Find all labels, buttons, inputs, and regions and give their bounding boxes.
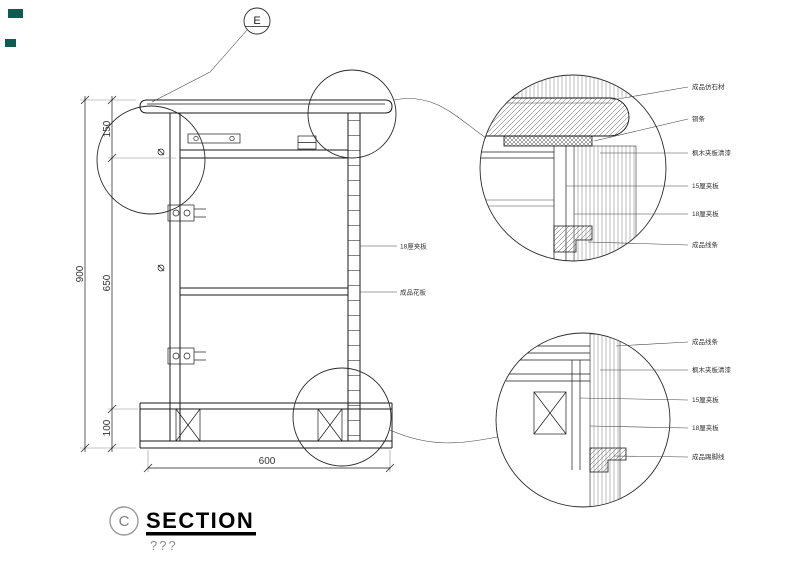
dim-overall-height: 900 — [75, 265, 86, 282]
detail-bottom-label-ply18: 18厘夹板 — [692, 423, 719, 432]
title-block: C SECTION ??? — [109, 506, 256, 553]
zoom-circle-top-left — [96, 105, 206, 215]
title-underline — [146, 532, 256, 536]
detail-bottom-label-maple: 枫木夹板清漆 — [692, 365, 732, 374]
main-section-drawing — [96, 69, 498, 467]
detail-bubble-e: E — [151, 7, 271, 103]
molding-profile-top-detail — [553, 225, 593, 253]
detail-top-label-ply18: 18厘夹板 — [692, 209, 719, 218]
grain-hatch-panel — [573, 145, 637, 261]
page-title: SECTION — [146, 508, 254, 533]
detail-bubble-letter: E — [253, 15, 260, 27]
blocking-x-left — [175, 408, 201, 442]
detail-top-label-ply15: 15厘夹板 — [692, 181, 719, 190]
dimension-bottom: 600 — [143, 450, 395, 473]
leader-to-bottom-detail — [389, 429, 498, 444]
detail-top-label-stone: 成品仿石材 — [692, 82, 725, 91]
color-swatch-1 — [8, 9, 23, 18]
metal-strip — [503, 135, 593, 147]
callout-plywood-18: 18厘夹板 — [400, 242, 427, 251]
base-kick — [139, 402, 393, 449]
leader-to-top-detail — [393, 98, 487, 139]
detail-bottom-label-ply15: 15厘夹板 — [692, 395, 719, 404]
detail-bottom-label-molding: 成品线条 — [692, 337, 719, 346]
dim-width: 600 — [259, 456, 276, 467]
dim-segment-top: 150 — [102, 120, 113, 137]
title-ref-circle — [109, 506, 139, 536]
zoom-circle-top-right — [307, 69, 397, 159]
support-block — [297, 135, 317, 150]
title-subtitle: ??? — [150, 538, 178, 553]
grain-hatch-panel-bottom — [589, 333, 621, 507]
hinge-symbol-2 — [167, 347, 206, 365]
detail-top-circle: 成品仿石材 铜条 枫木夹板清漆 15厘夹板 18厘夹板 成品线条 — [479, 74, 732, 262]
dimension-chain-left: 900 150 650 100 — [75, 95, 176, 453]
dim-segment-bottom: 100 — [102, 419, 113, 436]
dim-segment-middle: 650 — [102, 274, 113, 291]
detail-bottom-label-skirting: 成品踢脚线 — [692, 452, 725, 461]
detail-top-label-metal: 铜条 — [692, 114, 706, 123]
section-callouts: 18厘夹板 成品花板 — [360, 242, 427, 297]
screw-symbol-2 — [157, 264, 165, 272]
grain-hatch-top — [480, 75, 666, 98]
skirting-profile — [589, 447, 627, 473]
countertop-slab — [139, 99, 393, 114]
detail-top-label-maple: 枫木夹板清漆 — [692, 148, 732, 157]
zoom-circle-bottom — [292, 367, 392, 467]
screw-symbol-1 — [157, 148, 165, 156]
detail-bottom-circle: 成品线条 枫木夹板清漆 15厘夹板 18厘夹板 成品踢脚线 — [495, 332, 732, 508]
blocking-x-right — [317, 408, 343, 442]
hinge-symbol-1 — [167, 204, 206, 222]
stone-counter-profile — [480, 97, 630, 137]
right-panel — [347, 112, 361, 442]
title-ref-letter: C — [119, 513, 130, 530]
detail-bubble-leader — [151, 29, 248, 103]
detail-top-label-molding: 成品线条 — [692, 240, 719, 249]
blocking-x-detail — [533, 391, 567, 435]
callout-finish-board: 成品花板 — [400, 288, 427, 297]
color-swatch-2 — [5, 39, 16, 47]
drawer-slide-bracket — [187, 133, 241, 144]
